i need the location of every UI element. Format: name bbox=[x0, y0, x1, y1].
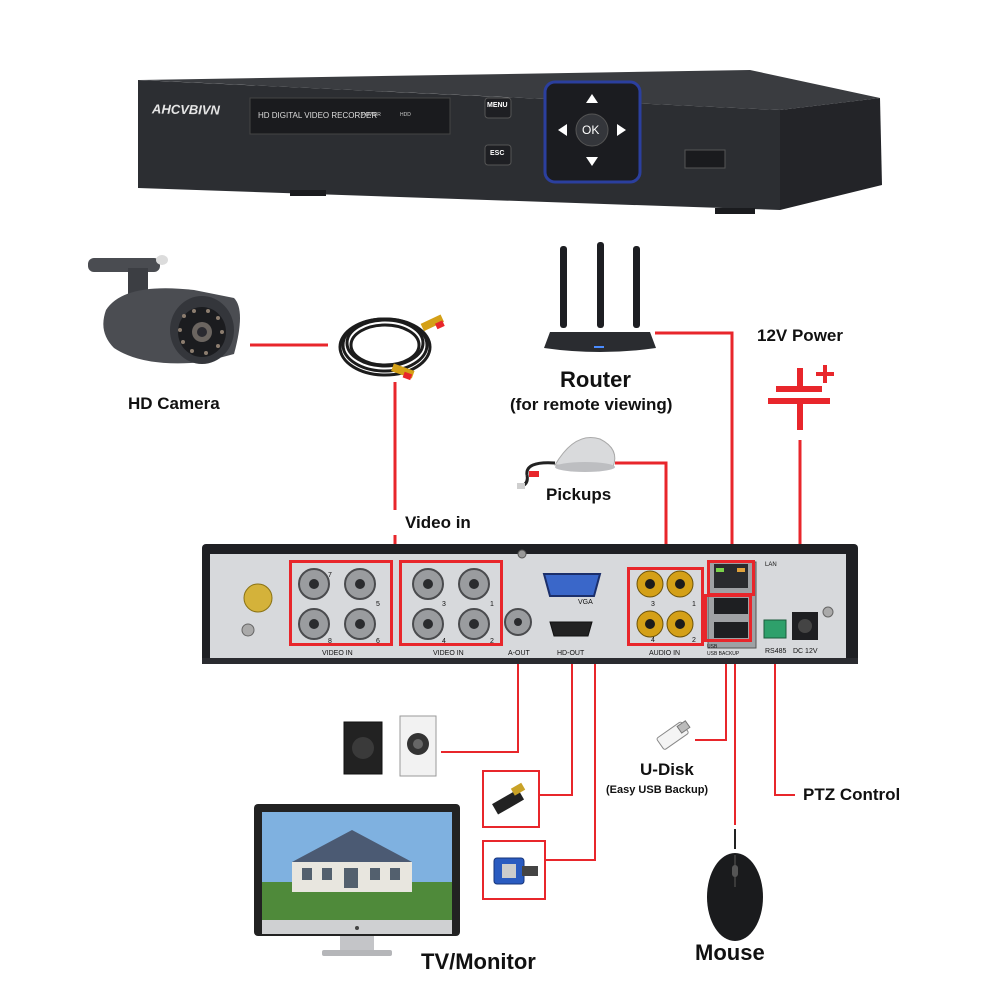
video-in-left-highlight bbox=[289, 560, 393, 646]
dvr-power-text: POWER bbox=[362, 112, 381, 118]
dvr-hdd-text: HDD bbox=[400, 112, 411, 118]
lan-text: LAN bbox=[765, 562, 777, 568]
dc-power-symbol bbox=[768, 365, 834, 430]
tv-monitor-image bbox=[254, 804, 460, 956]
vga-to-plug-line bbox=[546, 610, 596, 861]
video-in-right-text: VIDEO IN bbox=[433, 650, 464, 657]
speakers-image bbox=[343, 715, 437, 777]
ok-button[interactable]: OK bbox=[582, 123, 600, 137]
bnc-number-4: 4 bbox=[442, 638, 446, 645]
vga-plug-icon bbox=[493, 857, 538, 885]
bnc-number-5: 5 bbox=[376, 601, 380, 608]
dvr-front bbox=[138, 70, 882, 214]
usb-to-udisk-line bbox=[695, 640, 727, 741]
audio-in-text: AUDIO IN bbox=[649, 650, 681, 657]
mouse-label: Mouse bbox=[695, 940, 765, 965]
hdmi-plug-box bbox=[482, 770, 540, 828]
audio-number-2: 2 bbox=[692, 637, 696, 644]
aout-text: A-OUT bbox=[508, 650, 530, 657]
pickups-label: Pickups bbox=[546, 485, 612, 504]
router-to-lan-line bbox=[655, 331, 734, 575]
video-in-left-text: VIDEO IN bbox=[322, 650, 353, 657]
video-in-label: Video in bbox=[405, 513, 471, 532]
audio-number-1: 1 bbox=[692, 601, 696, 608]
tv-monitor-label: TV/Monitor bbox=[421, 949, 536, 974]
usb-text: USB bbox=[707, 644, 718, 650]
power-label: 12V Power bbox=[757, 326, 843, 345]
router-sublabel: (for remote viewing) bbox=[510, 395, 673, 414]
router-label: Router bbox=[560, 367, 631, 392]
dvr-rear-panel bbox=[202, 544, 858, 664]
audio-number-4: 4 bbox=[651, 637, 655, 644]
audio-number-3: 3 bbox=[651, 601, 655, 608]
hd-camera-image bbox=[88, 255, 240, 364]
bnc-number-8: 8 bbox=[328, 638, 332, 645]
rs485-to-ptz-line bbox=[774, 640, 795, 796]
menu-button[interactable]: MENU bbox=[487, 102, 508, 109]
udisk-image bbox=[656, 720, 691, 750]
aout-to-speakers-line bbox=[441, 635, 519, 753]
router-image bbox=[544, 242, 656, 352]
esc-button[interactable]: ESC bbox=[490, 150, 505, 157]
dvr-model-text: HD DIGITAL VIDEO RECORDER bbox=[258, 111, 378, 120]
ptz-control-label: PTZ Control bbox=[803, 785, 901, 804]
mouse-image bbox=[707, 829, 763, 941]
hd-camera-label: HD Camera bbox=[128, 394, 220, 413]
hdout-to-hdmi-line bbox=[540, 635, 573, 796]
pickups-to-audio-line bbox=[615, 461, 668, 572]
vga-text: VGA bbox=[578, 599, 593, 606]
video-cable-image bbox=[338, 314, 445, 381]
dc12v-text: DC 12V bbox=[793, 648, 818, 655]
video-in-right-highlight bbox=[399, 560, 503, 646]
bnc-number-7: 7 bbox=[328, 572, 332, 579]
hdmi-plug-icon bbox=[492, 782, 526, 815]
bnc-number-2: 2 bbox=[490, 638, 494, 645]
pickups-image bbox=[517, 437, 616, 489]
audio-in-highlight bbox=[627, 567, 704, 646]
usb-highlight bbox=[704, 594, 752, 642]
bnc-number-3: 3 bbox=[442, 601, 446, 608]
rs485-text: RS485 bbox=[765, 648, 787, 655]
bnc-number-6: 6 bbox=[376, 638, 380, 645]
udisk-sublabel: (Easy USB Backup) bbox=[606, 784, 709, 796]
hdout-text: HD-OUT bbox=[557, 650, 585, 657]
lan-highlight bbox=[707, 560, 755, 596]
udisk-label: U-Disk bbox=[640, 760, 694, 779]
bnc-number-1: 1 bbox=[490, 601, 494, 608]
usb-backup-text: USB BACKUP bbox=[707, 651, 740, 657]
